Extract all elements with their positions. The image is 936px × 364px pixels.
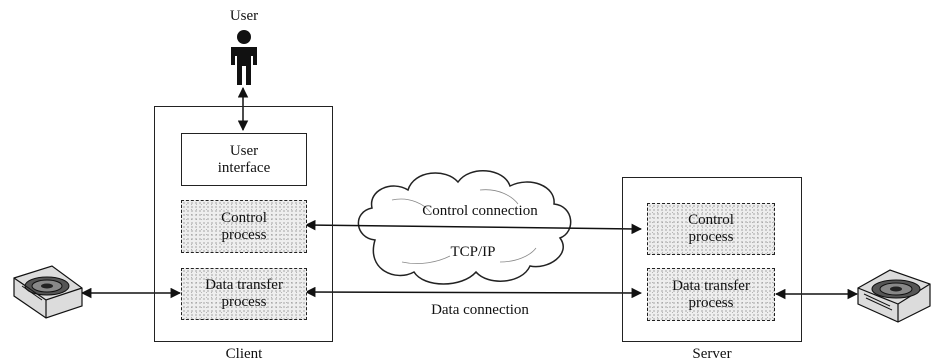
control-connection-label: Control connection <box>422 203 538 219</box>
server-control-process: Control process <box>647 203 775 255</box>
client-disk-drive-icon <box>13 265 83 319</box>
control-connection-arrow <box>304 219 643 235</box>
client-label: Client <box>225 346 263 362</box>
server-data-transfer-process: Data transfer process <box>647 268 775 321</box>
client-box <box>154 106 333 342</box>
data-connection-arrow <box>304 286 643 299</box>
data-connection-label: Data connection <box>431 302 529 318</box>
person-icon <box>231 30 257 85</box>
client-control-process: Control process <box>181 200 307 253</box>
user-label: User <box>229 8 259 24</box>
server-box <box>622 177 802 342</box>
tcpip-label: TCP/IP <box>450 244 496 260</box>
server-disk-drive-icon <box>857 269 931 323</box>
client-data-transfer-process: Data transfer process <box>181 268 307 320</box>
server-label: Server <box>692 346 732 362</box>
client-user-interface: User interface <box>181 133 307 186</box>
